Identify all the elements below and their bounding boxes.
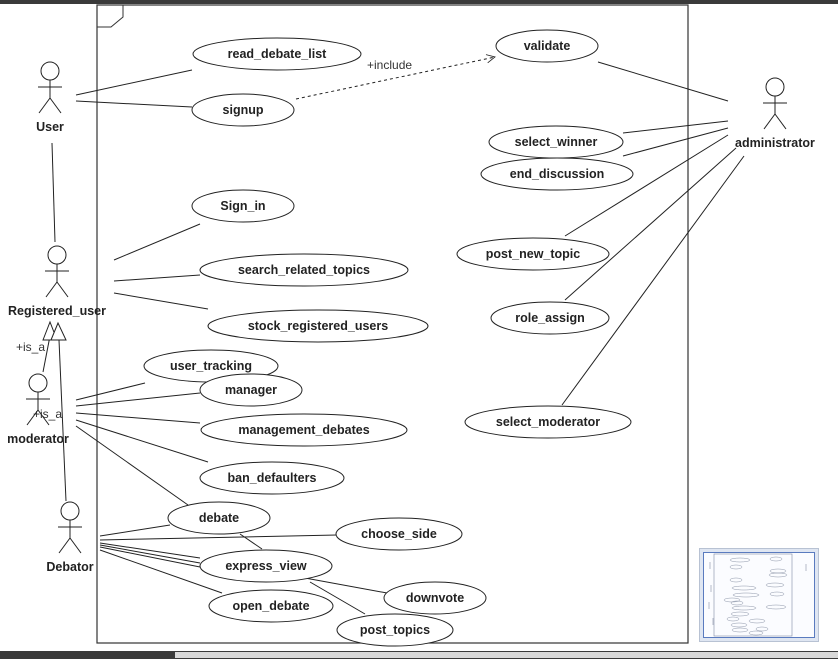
assoc-moderator-ban_defaulters bbox=[75, 419, 209, 463]
use-case-post_topics[interactable]: post_topics bbox=[336, 613, 454, 647]
use-case-select_moderator[interactable]: select_moderator bbox=[464, 405, 632, 439]
stick-figure-icon bbox=[45, 245, 69, 298]
svg-text:ban_defaulters: ban_defaulters bbox=[228, 471, 317, 485]
gen-moderator-registered_user bbox=[42, 335, 51, 373]
assoc-moderator-manager bbox=[75, 392, 201, 407]
svg-text:validate: validate bbox=[524, 39, 571, 53]
actor-label: administrator bbox=[735, 136, 815, 150]
use-case-debate[interactable]: debate bbox=[167, 501, 271, 535]
svg-text:role_assign: role_assign bbox=[515, 311, 584, 325]
assoc-post_new_topic-administrator bbox=[564, 134, 729, 237]
actor-label: moderator bbox=[7, 432, 69, 446]
assoc-role_assign-administrator bbox=[564, 147, 737, 301]
svg-text:choose_side: choose_side bbox=[361, 527, 437, 541]
svg-text:open_debate: open_debate bbox=[232, 599, 309, 613]
assoc-debator-open_debate bbox=[99, 549, 223, 594]
include-signup-validate bbox=[295, 57, 495, 100]
use-case-management_debates[interactable]: management_debates bbox=[200, 413, 408, 447]
use-case-select_winner[interactable]: select_winner bbox=[488, 125, 624, 159]
assoc-debator-express_view-3 bbox=[99, 546, 201, 568]
stick-figure-icon bbox=[38, 61, 62, 114]
include-label: +include bbox=[367, 58, 412, 72]
assoc-debator-debate bbox=[99, 524, 171, 537]
assoc-express_view-downvote bbox=[304, 577, 388, 594]
use-case-validate[interactable]: validate bbox=[495, 29, 599, 63]
gen-debator-registered_user bbox=[58, 339, 67, 502]
use-case-open_debate[interactable]: open_debate bbox=[208, 589, 334, 623]
assoc-moderator-debate bbox=[75, 425, 189, 506]
stick-figure-icon bbox=[763, 77, 787, 130]
use-case-manager[interactable]: manager bbox=[199, 373, 303, 407]
actor-user[interactable]: User bbox=[36, 61, 64, 134]
use-case-downvote[interactable]: downvote bbox=[383, 581, 487, 615]
use-case-stock_registered_users[interactable]: stock_registered_users bbox=[207, 309, 429, 343]
actor-label: User bbox=[36, 120, 64, 134]
svg-text:downvote: downvote bbox=[406, 591, 464, 605]
actor-registered_user[interactable]: Registered_user bbox=[8, 245, 106, 318]
svg-text:Sign_in: Sign_in bbox=[220, 199, 265, 213]
use-case-signup[interactable]: signup bbox=[191, 93, 295, 127]
assoc-validate-administrator bbox=[597, 61, 729, 102]
assoc-user-signup bbox=[75, 100, 193, 108]
svg-text:signup: signup bbox=[223, 103, 264, 117]
use-case-post_new_topic[interactable]: post_new_topic bbox=[456, 237, 610, 271]
generalizations bbox=[42, 320, 67, 502]
horizontal-scrollbar[interactable] bbox=[175, 652, 838, 658]
assoc-moderator-management_debates bbox=[75, 412, 201, 424]
svg-text:post_topics: post_topics bbox=[360, 623, 430, 637]
use-case-read_debate_list[interactable]: read_debate_list bbox=[192, 37, 362, 71]
use-case-express_view[interactable]: express_view bbox=[199, 549, 333, 583]
assoc-registered_user-stock_registered_users bbox=[113, 292, 209, 310]
assoc-user-read_debate_list bbox=[75, 69, 193, 96]
assoc-debator-express_view-1 bbox=[99, 542, 201, 559]
svg-text:select_moderator: select_moderator bbox=[496, 415, 600, 429]
actor-administrator[interactable]: administrator bbox=[735, 77, 815, 150]
assoc-debator-choose_side bbox=[99, 534, 338, 541]
svg-text:end_discussion: end_discussion bbox=[510, 167, 604, 181]
assoc-express_view-post_topics bbox=[309, 581, 366, 615]
actor-moderator[interactable]: moderator bbox=[7, 373, 69, 446]
gen-triangle-debator bbox=[50, 321, 67, 341]
minimap-viewport[interactable] bbox=[703, 552, 815, 638]
window-top-bar bbox=[0, 0, 838, 4]
is-a-label-1: +is_a bbox=[16, 340, 45, 354]
system-boundary-corner-tab bbox=[97, 4, 124, 28]
minimap-thumbnail bbox=[708, 553, 807, 637]
actor-label: Registered_user bbox=[8, 304, 106, 318]
diagram-overview-minimap[interactable] bbox=[699, 548, 819, 642]
svg-text:select_winner: select_winner bbox=[515, 135, 598, 149]
stick-figure-icon bbox=[58, 501, 82, 554]
use-case-search_related_topics[interactable]: search_related_topics bbox=[199, 253, 409, 287]
use-case-role_assign[interactable]: role_assign bbox=[490, 301, 610, 335]
svg-text:user_tracking: user_tracking bbox=[170, 359, 252, 373]
assoc-registered_user-search_related_topics bbox=[113, 274, 201, 282]
svg-text:stock_registered_users: stock_registered_users bbox=[248, 319, 388, 333]
assoc-debator-express_view-2 bbox=[99, 544, 201, 564]
assoc-moderator-user_tracking bbox=[75, 382, 146, 401]
assoc-end_discussion-administrator bbox=[622, 127, 729, 157]
svg-text:debate: debate bbox=[199, 511, 239, 525]
assoc-registered_user-sign_in bbox=[113, 223, 201, 261]
svg-text:read_debate_list: read_debate_list bbox=[228, 47, 327, 61]
use-case-sign_in[interactable]: Sign_in bbox=[191, 189, 295, 223]
svg-text:manager: manager bbox=[225, 383, 277, 397]
assoc-select_moderator-administrator bbox=[561, 155, 745, 406]
association-lines bbox=[51, 61, 745, 615]
use-case-end_discussion[interactable]: end_discussion bbox=[480, 157, 634, 191]
assoc-user-registered_user bbox=[51, 142, 56, 243]
use-case-ban_defaulters[interactable]: ban_defaulters bbox=[199, 461, 345, 495]
actor-label: Debator bbox=[46, 560, 93, 574]
assoc-debate-express_view bbox=[239, 533, 263, 550]
stick-figure-icon bbox=[26, 373, 50, 426]
is-a-label-2: +is_a bbox=[33, 407, 62, 421]
svg-text:post_new_topic: post_new_topic bbox=[486, 247, 581, 261]
svg-text:management_debates: management_debates bbox=[238, 423, 369, 437]
actor-debator[interactable]: Debator bbox=[46, 501, 94, 574]
svg-text:search_related_topics: search_related_topics bbox=[238, 263, 370, 277]
assoc-select_winner-administrator bbox=[622, 120, 729, 134]
svg-text:express_view: express_view bbox=[225, 559, 307, 573]
use-case-choose_side[interactable]: choose_side bbox=[335, 517, 463, 551]
